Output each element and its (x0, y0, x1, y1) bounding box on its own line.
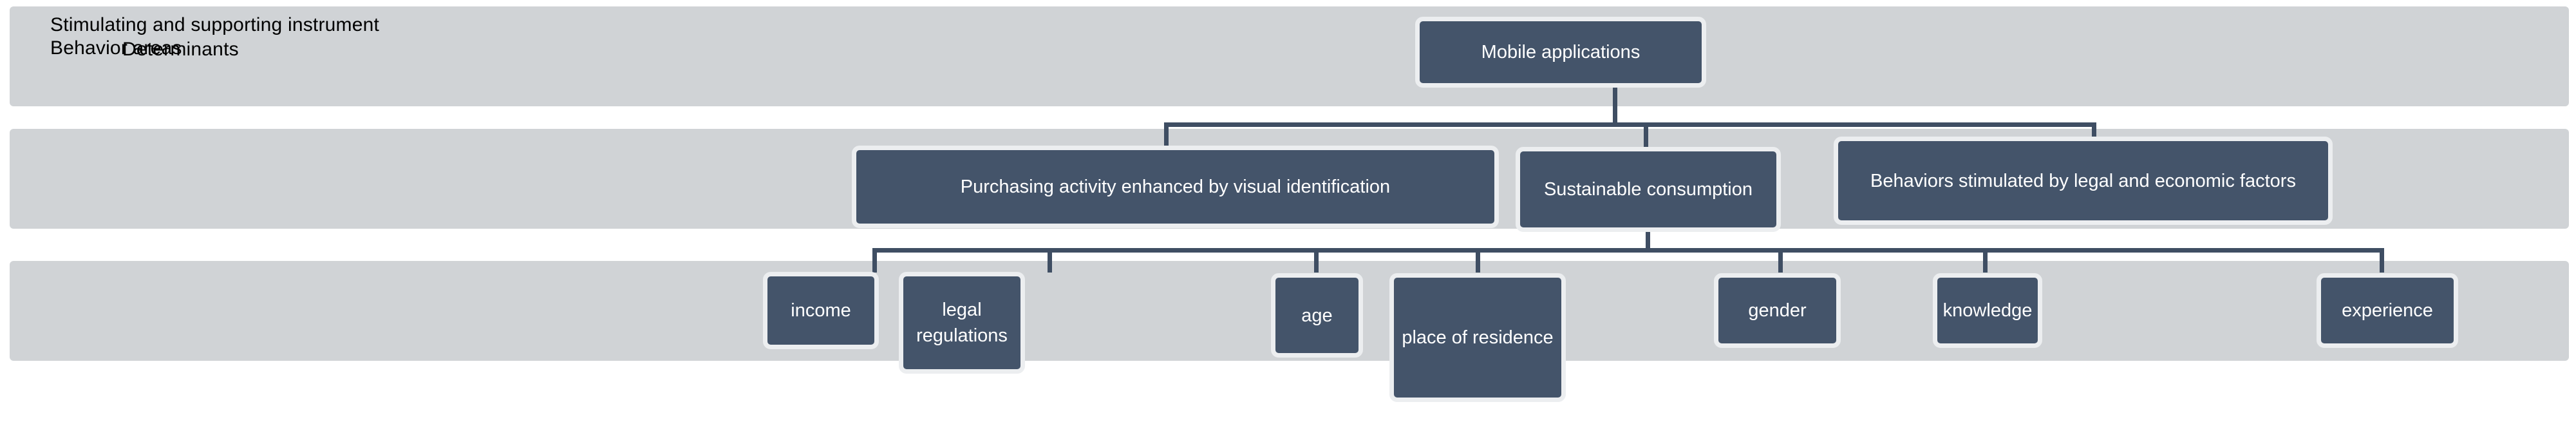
node-mobile-applications[interactable]: Mobile applications (1415, 17, 1706, 88)
connector-to-sustainable (1644, 122, 1648, 149)
connector-to-age (1314, 248, 1319, 273)
connector-level3-bus (872, 248, 2384, 253)
connector-to-legal-regulations (1048, 248, 1052, 273)
row-label-behavior-areas: Behavior areas (50, 37, 182, 59)
node-gender[interactable]: gender (1714, 273, 1841, 348)
connector-to-knowledge (1983, 248, 1988, 273)
connector-to-experience (2380, 248, 2384, 273)
connector-to-income (872, 248, 877, 273)
connector-to-gender (1778, 248, 1783, 273)
connector-to-place-of-residence (1476, 248, 1480, 273)
node-sustainable-consumption[interactable]: Sustainable consumption (1516, 147, 1781, 232)
connector-root-stem (1613, 88, 1617, 125)
node-place-of-residence[interactable]: place of residence (1389, 273, 1566, 402)
node-legal-regulations[interactable]: legal regulations (899, 272, 1025, 374)
node-age[interactable]: age (1271, 273, 1363, 358)
node-income[interactable]: income (763, 272, 879, 349)
connector-to-behaviors (2092, 122, 2096, 142)
node-experience[interactable]: experience (2317, 273, 2458, 348)
connector-to-purchasing (1164, 122, 1169, 149)
node-knowledge[interactable]: knowledge (1933, 273, 2042, 348)
connector-sustainable-stem (1646, 229, 1650, 250)
row-label-instrument: Stimulating and supporting instrument (50, 14, 380, 35)
node-behaviors-stimulated[interactable]: Behaviors stimulated by legal and econom… (1834, 137, 2333, 225)
row-label-determinants: Determinants (122, 39, 239, 60)
connector-level2-bus (1164, 122, 2096, 127)
node-purchasing-activity[interactable]: Purchasing activity enhanced by visual i… (852, 146, 1499, 228)
band-row-instrument (10, 6, 2569, 106)
